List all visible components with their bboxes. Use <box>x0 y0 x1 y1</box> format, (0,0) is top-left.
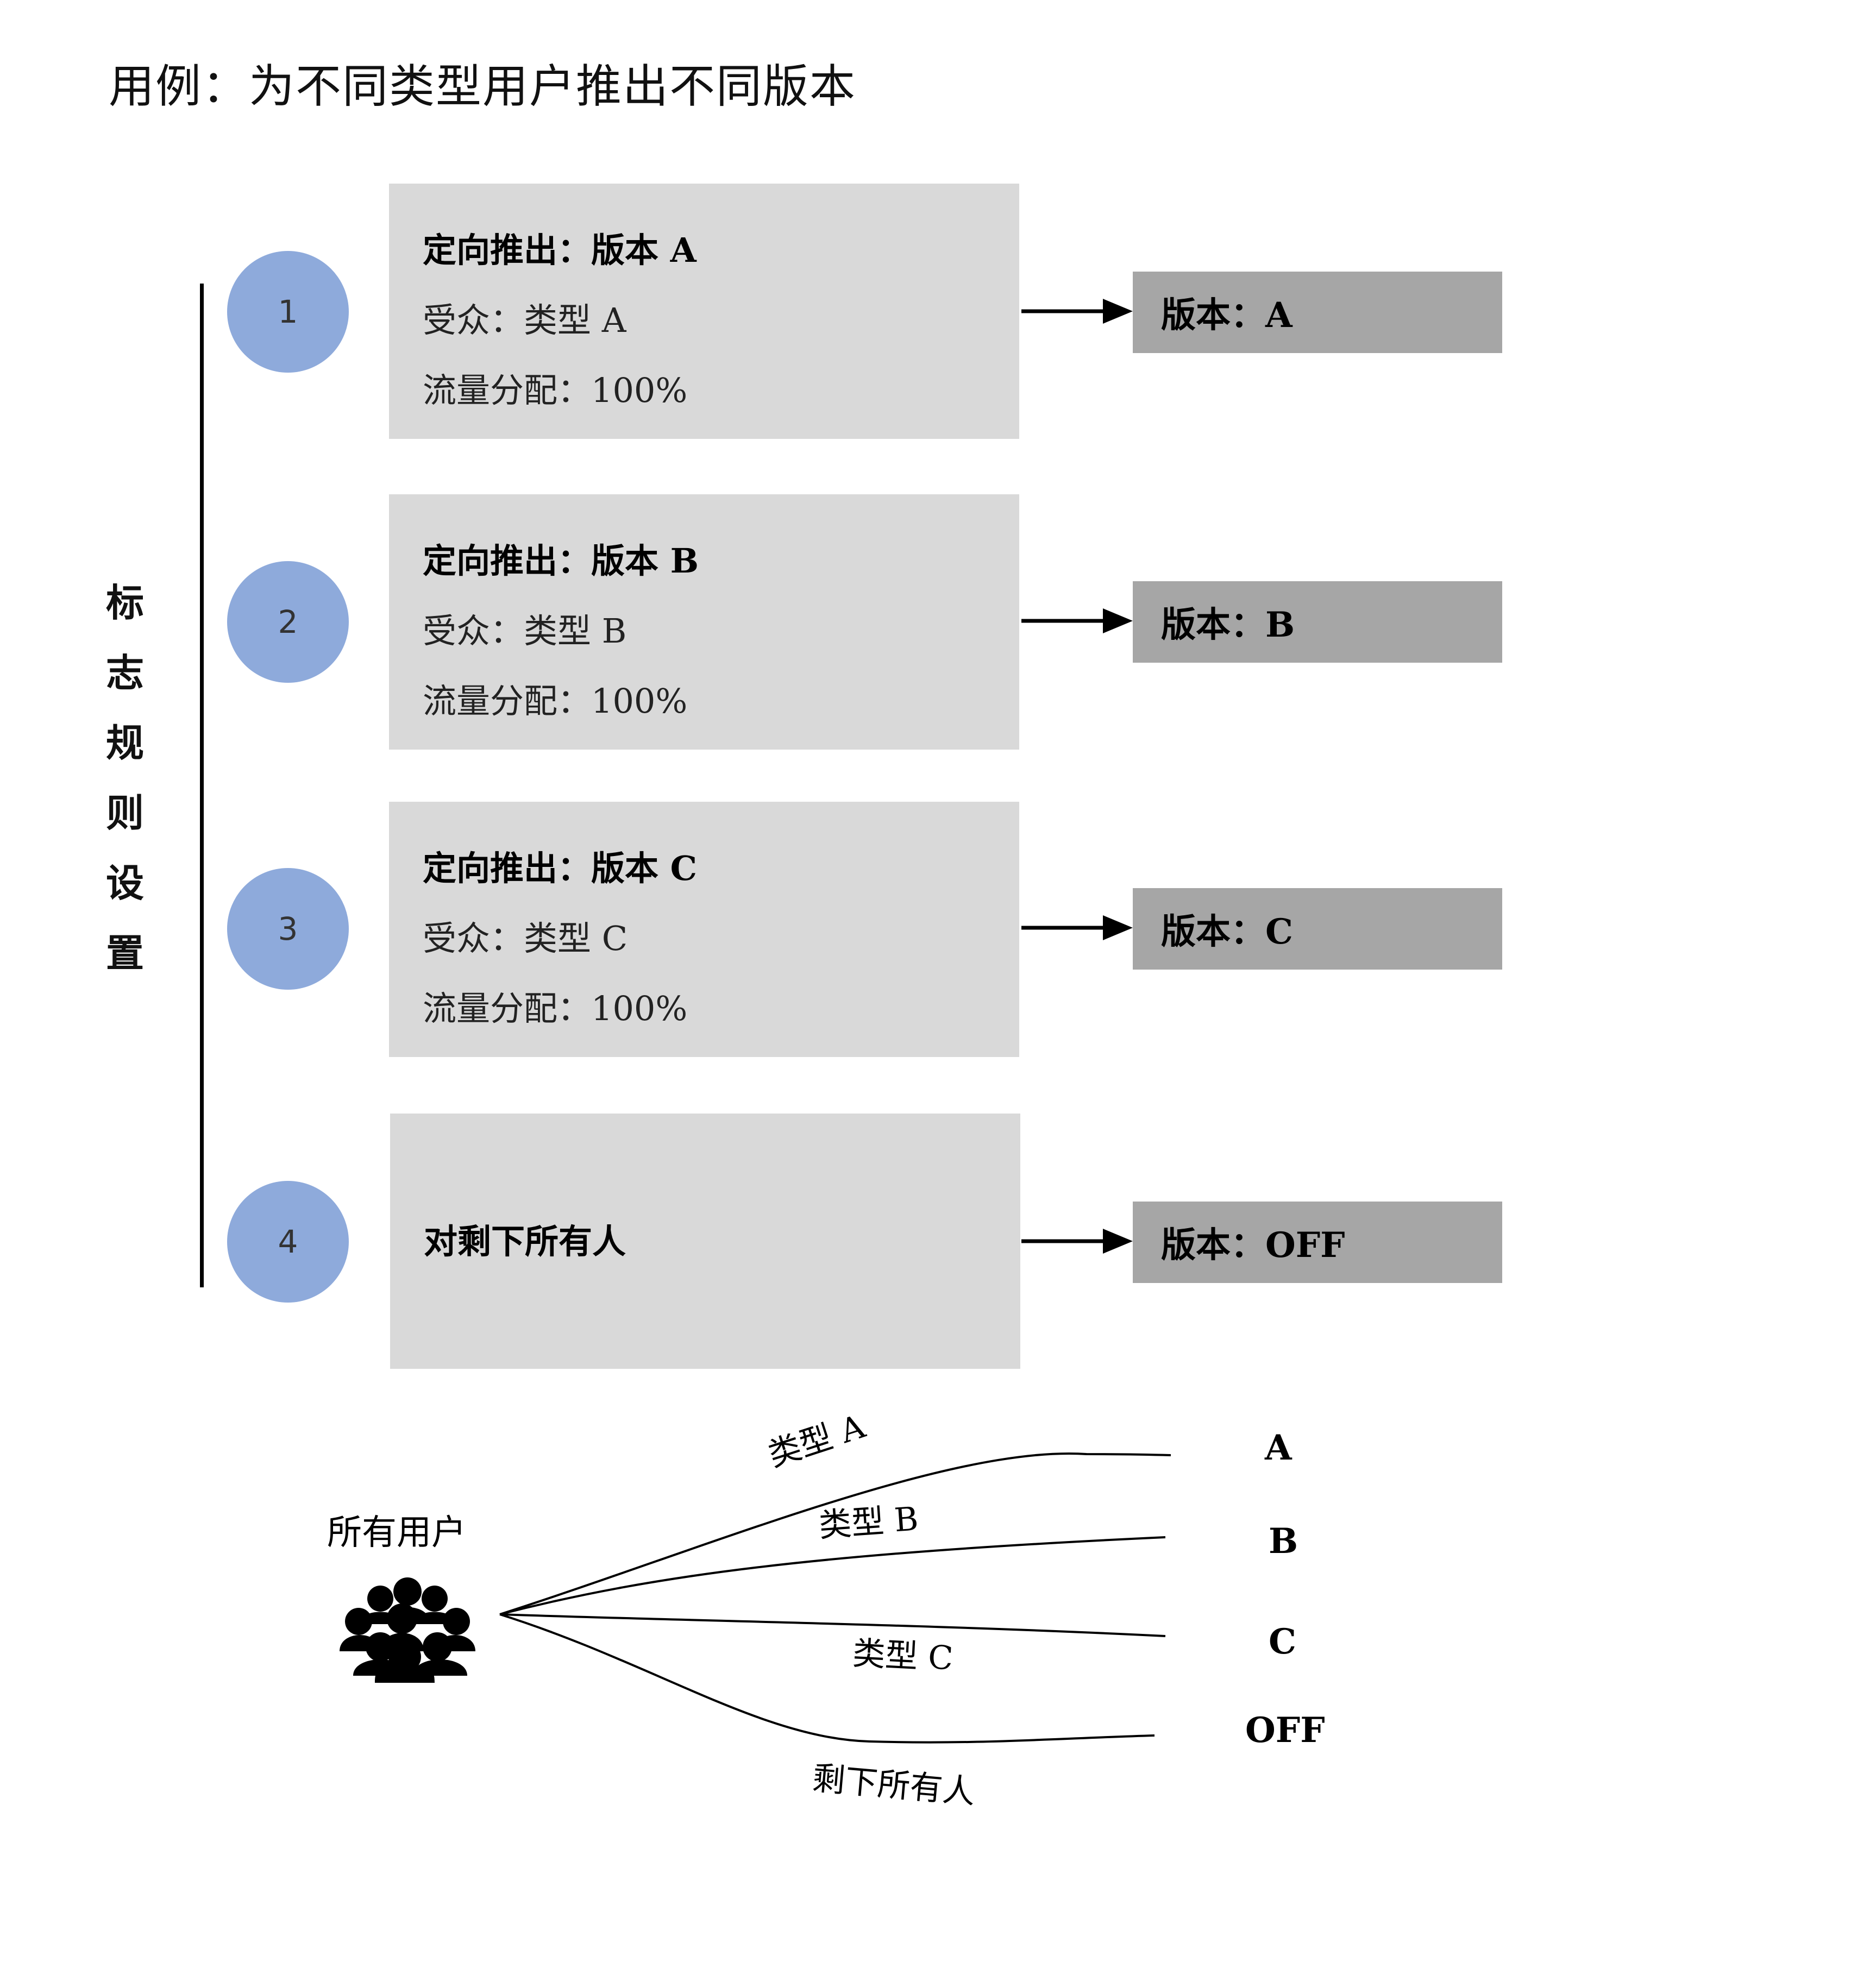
fan-branch-off <box>499 1613 1155 1744</box>
arrow-icon <box>1021 1229 1133 1254</box>
rule-title: 定向推出：版本 C <box>423 848 697 888</box>
fan-end-label: OFF <box>1245 1710 1325 1751</box>
arrow-icon <box>1021 299 1133 324</box>
version-box-b[interactable]: 版本：B <box>1133 581 1502 663</box>
rule-title: 对剩下所有人 <box>424 1221 626 1261</box>
rule-title: 定向推出：版本 B <box>423 541 699 581</box>
fan-end-label: C <box>1269 1621 1296 1662</box>
group-of-users-icon <box>340 1577 475 1683</box>
side-label-char: 置 <box>106 930 144 976</box>
fan-branch-label: 类型 B <box>817 1500 920 1545</box>
rule-number-circle: 1 <box>227 251 349 373</box>
version-box-off[interactable]: 版本：OFF <box>1133 1202 1502 1283</box>
side-bracket-line <box>200 284 204 1287</box>
fan-branch-c <box>499 1613 1166 1637</box>
rule-number-circle: 3 <box>227 868 349 990</box>
side-label-char: 志 <box>106 650 144 695</box>
arrow-icon <box>1021 915 1133 940</box>
version-box-c[interactable]: 版本：C <box>1133 888 1502 970</box>
fan-end-label: A <box>1265 1427 1292 1468</box>
fan-branch-b <box>499 1536 1166 1615</box>
side-label: 标 志 规 则 设 置 <box>106 568 144 988</box>
side-label-char: 设 <box>106 860 144 905</box>
rule-audience: 受众：类型 A <box>423 300 626 340</box>
fan-branch-label: 类型 C <box>851 1634 954 1678</box>
rule-title: 定向推出：版本 A <box>423 230 697 270</box>
rule-audience: 受众：类型 B <box>423 611 627 651</box>
rule-traffic: 流量分配：100% <box>423 370 688 410</box>
arrow-icon <box>1021 608 1133 633</box>
rule-number-circle: 4 <box>227 1181 349 1303</box>
fan-end-label: B <box>1269 1521 1298 1562</box>
fan-source-label: 所有用户 <box>327 1513 466 1553</box>
rule-traffic: 流量分配：100% <box>423 681 688 721</box>
rule-box-4[interactable]: 对剩下所有人 <box>390 1114 1020 1369</box>
rule-traffic: 流量分配：100% <box>423 989 688 1028</box>
side-label-char: 则 <box>106 790 144 835</box>
side-label-char: 标 <box>106 580 144 625</box>
version-box-a[interactable]: 版本：A <box>1133 272 1502 353</box>
fan-branch-a <box>499 1452 1171 1615</box>
rule-box-1[interactable]: 定向推出：版本 A 受众：类型 A 流量分配：100% <box>389 184 1019 439</box>
rule-box-3[interactable]: 定向推出：版本 C 受众：类型 C 流量分配：100% <box>389 802 1019 1057</box>
page-title: 用例：为不同类型用户推出不同版本 <box>109 60 857 113</box>
rule-box-2[interactable]: 定向推出：版本 B 受众：类型 B 流量分配：100% <box>389 494 1019 750</box>
side-label-char: 规 <box>106 720 144 765</box>
rule-number-circle: 2 <box>227 561 349 683</box>
rule-audience: 受众：类型 C <box>423 919 628 958</box>
